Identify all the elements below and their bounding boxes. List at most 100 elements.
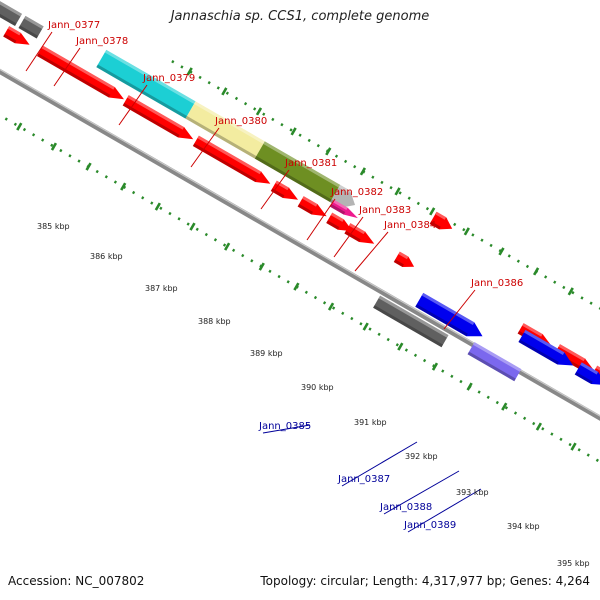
inner-ring-dot — [504, 406, 509, 410]
inner-ring-dot — [304, 290, 308, 295]
outer-ring-dot — [298, 133, 302, 137]
outer-ring-dot — [453, 222, 457, 227]
gene-jann-0381-shape — [254, 141, 341, 203]
outer-ring-dot — [544, 275, 548, 279]
outer-ring-dot — [562, 285, 566, 290]
gene-jann-0379-leader — [118, 84, 148, 126]
gene-jann-0384-shape — [344, 223, 375, 244]
inner-ring-dot — [250, 259, 254, 263]
gene-jann-0378-label: Jann_0378 — [75, 36, 128, 47]
inner-ring-dot — [4, 117, 8, 121]
inner-ring-dot — [350, 316, 354, 321]
inner-ring-dot — [386, 337, 390, 342]
inner-ring-major-tick — [570, 442, 577, 451]
inner-ring-major-tick — [327, 302, 335, 311]
kbp-tick-label: 387 kbp — [145, 284, 178, 293]
gene-jann-0384-label: Jann_0384 — [383, 220, 436, 231]
kbp-tick-label: 388 kbp — [198, 317, 231, 326]
gene-jann-0377-shape — [0, 0, 23, 26]
gene-jann-0385-label: Jann_0385 — [258, 421, 311, 432]
gene-jann-0387-leader — [341, 441, 418, 487]
inner-ring-dot — [413, 353, 418, 358]
cds-layer — [3, 26, 600, 406]
inner-ring-dot — [286, 280, 290, 284]
inner-ring-major-tick — [258, 262, 265, 271]
inner-ring-dot — [495, 400, 499, 405]
inner-ring-dot — [177, 217, 181, 221]
inner-ring-major-tick — [397, 342, 404, 351]
inner-ring-major-tick — [50, 142, 58, 151]
outer-ring-dot — [225, 91, 229, 95]
inner-ring-major-tick — [154, 202, 161, 211]
outer-ring-dot — [516, 259, 520, 263]
gene-jann-0389-shape — [574, 362, 600, 385]
outer-ring-dot — [271, 117, 275, 122]
inner-ring-dot — [559, 437, 563, 442]
kbp-tick-label: 394 kbp — [507, 522, 540, 531]
gene-jann-0380-leader — [190, 127, 220, 168]
inner-ring-dot — [595, 458, 599, 463]
gene-jann-0385-shape — [373, 295, 449, 348]
inner-ring-dot — [41, 138, 45, 142]
forward-cds-arrow — [297, 196, 327, 217]
gene-jann-0380-label: Jann_0380 — [214, 116, 267, 127]
inner-ring-major-tick — [466, 382, 473, 391]
outer-ring-major-tick — [567, 287, 574, 296]
outer-ring-dot — [253, 107, 257, 111]
outer-ring-dot — [216, 86, 220, 90]
forward-cds-arrow — [326, 212, 353, 232]
inner-ring-dot — [22, 127, 27, 132]
outer-ring-dot — [334, 154, 339, 158]
outer-ring-dot — [507, 254, 511, 258]
outer-ring-major-tick — [532, 267, 540, 276]
gene-jann-0383-label: Jann_0383 — [358, 205, 411, 216]
kbp-tick-label: 392 kbp — [405, 452, 438, 461]
accession-text: Accession: NC_007802 — [8, 574, 145, 588]
outer-ring-dot — [589, 301, 593, 305]
inner-ring-dot — [68, 154, 72, 158]
outer-ring-dot — [598, 306, 600, 311]
inner-ring-dot — [541, 427, 545, 431]
label-layer: Jann_0377Jann_0378Jann_0379Jann_0380Jann… — [37, 20, 590, 568]
gene-jann-0384-leader — [354, 231, 389, 272]
outer-ring-dot — [316, 143, 320, 148]
map-title: Jannaschia sp. CCS1, complete genome — [170, 9, 430, 24]
inner-ring-dot — [113, 180, 118, 184]
inner-ring-dot — [577, 448, 581, 452]
gene-jann-0383-leader — [333, 216, 364, 258]
inner-ring-dot — [241, 253, 245, 258]
outer-ring-dot — [289, 128, 293, 132]
outer-ring-dot — [243, 101, 248, 106]
kbp-tick-label: 389 kbp — [250, 349, 283, 358]
inner-ring-major-tick — [189, 222, 196, 231]
inner-ring-dot — [150, 201, 154, 205]
gene-jann-0388-leader — [383, 470, 460, 515]
outer-ring-dot — [262, 112, 266, 116]
inner-ring-dot — [404, 348, 408, 352]
gene-jann-0382-label: Jann_0382 — [330, 187, 383, 198]
gene-jann-0388-label: Jann_0388 — [379, 502, 432, 513]
inner-ring-major-tick — [535, 422, 543, 431]
inner-ring-dot — [513, 411, 518, 415]
gene-jann-0383-shape — [329, 199, 358, 219]
inner-ring-dot — [341, 311, 345, 316]
inner-ring-dot — [322, 301, 327, 305]
inner-ring-dot — [477, 390, 481, 394]
tick-rings — [4, 59, 600, 463]
inner-ring-dot — [441, 369, 445, 373]
inner-ring-dot — [50, 143, 54, 148]
inner-ring-major-tick — [501, 402, 508, 411]
inner-ring-dot — [104, 175, 108, 179]
inner-ring-dot — [377, 332, 381, 337]
inner-ring-dot — [232, 248, 236, 253]
inner-ring-major-tick — [120, 182, 127, 191]
outer-ring-dot — [198, 75, 202, 80]
inner-ring-dot — [186, 222, 190, 226]
outer-ring-dot — [371, 175, 375, 179]
gene-jann-0377-label: Jann_0377 — [47, 20, 100, 31]
gene-jann-0381-leader — [260, 169, 290, 210]
outer-ring-dot — [234, 96, 239, 101]
inner-ring-dot — [95, 169, 99, 174]
inner-ring-major-tick — [16, 122, 23, 131]
